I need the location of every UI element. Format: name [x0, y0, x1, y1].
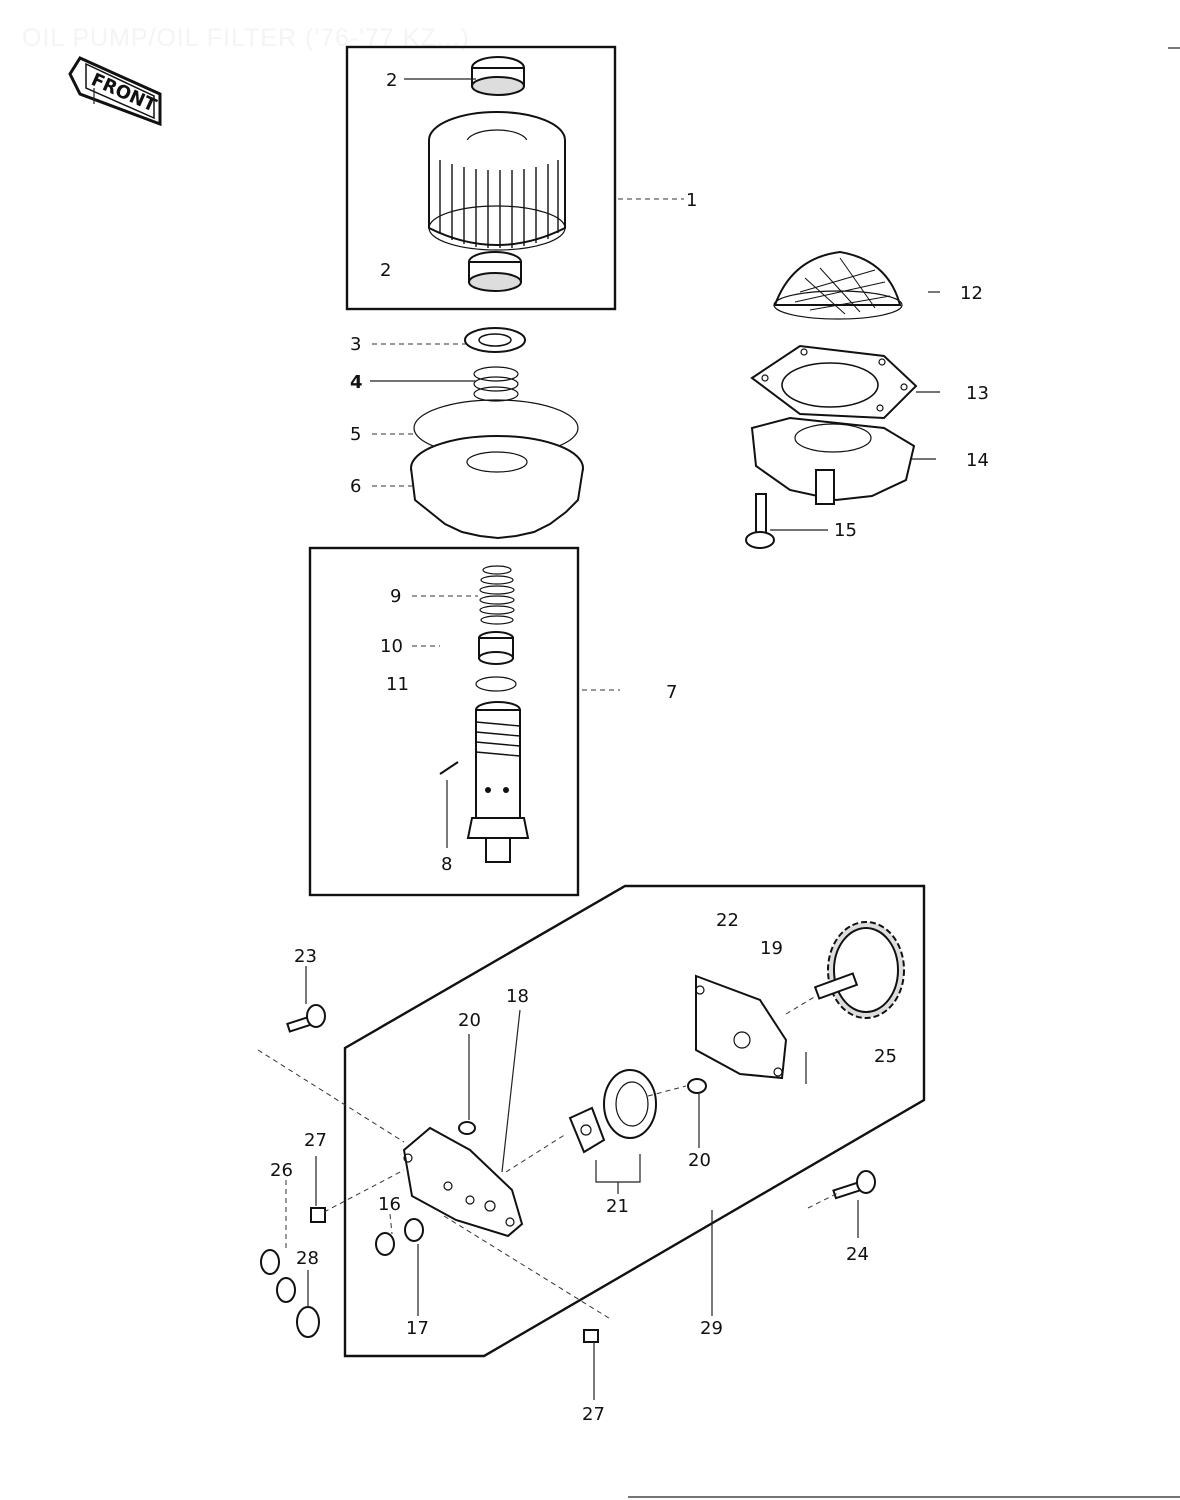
o-ring-28a: [276, 1277, 296, 1303]
bolt-body: [466, 701, 530, 863]
bolt-24: [832, 1170, 876, 1200]
label-24: 24: [846, 1244, 869, 1265]
label-17: 17: [406, 1318, 429, 1339]
seal-16: [375, 1232, 395, 1256]
label-1: 1: [686, 190, 697, 211]
label-11: 11: [386, 674, 409, 695]
outer-rotor-21: [603, 1069, 657, 1139]
screen-12: [773, 250, 902, 306]
label-15: 15: [834, 520, 857, 541]
label-2-top: 2: [386, 70, 397, 91]
pump-body-18: [402, 1126, 524, 1238]
label-9: 9: [390, 586, 401, 607]
spring-4: [473, 366, 519, 402]
gear-25: [813, 921, 905, 1019]
filter-cover-6: [410, 435, 584, 540]
label-22: 22: [716, 910, 739, 931]
label-5: 5: [350, 424, 361, 445]
pump-box: [343, 884, 926, 1358]
strainer-assembly: [745, 250, 918, 549]
valve-10: [478, 631, 514, 665]
bolt-15: [745, 493, 775, 549]
spring-9: [479, 565, 515, 625]
inner-rotor-21: [568, 1106, 606, 1154]
filter-cover-parts: [410, 327, 584, 540]
label-16: 16: [378, 1194, 401, 1215]
label-23: 23: [294, 946, 317, 967]
label-6: 6: [350, 476, 361, 497]
part-number-labels: 2 1 2 3 4 5 6 12 13 14 15 9 10 11 7 8 22…: [270, 70, 989, 1425]
pump-cover-19: [695, 974, 788, 1080]
body-14: [750, 416, 916, 502]
label-26: 26: [270, 1160, 293, 1181]
label-29: 29: [700, 1318, 723, 1339]
label-14: 14: [966, 450, 989, 471]
label-8: 8: [441, 854, 452, 875]
label-27-left: 27: [304, 1130, 327, 1151]
label-13: 13: [966, 383, 989, 404]
label-27-bottom: 27: [582, 1404, 605, 1425]
label-7: 7: [666, 682, 677, 703]
label-3: 3: [350, 334, 361, 355]
label-19: 19: [760, 938, 783, 959]
leader-lines: [257, 47, 1180, 1498]
o-ring-11: [475, 676, 517, 692]
label-25: 25: [874, 1046, 897, 1067]
bypass-valve-assembly: [308, 546, 580, 897]
pin-20-right: [687, 1078, 707, 1094]
pin-8: [439, 761, 459, 775]
label-20-left: 20: [458, 1010, 481, 1031]
label-20-right: 20: [688, 1150, 711, 1171]
o-ring-28b: [296, 1306, 320, 1338]
dowel-27-left: [310, 1207, 326, 1223]
label-4: 4: [350, 372, 363, 393]
label-2-bottom: 2: [380, 260, 391, 281]
front-arrow-badge: FRONT: [68, 56, 162, 127]
label-18: 18: [506, 986, 529, 1007]
label-12: 12: [960, 283, 983, 304]
oil-filter-assembly: [345, 45, 617, 311]
label-10: 10: [380, 636, 403, 657]
dowel-27-bottom: [583, 1329, 599, 1343]
filter-box: [345, 45, 617, 311]
pin-20-left: [458, 1121, 476, 1135]
bolt-23: [286, 1004, 326, 1033]
label-28: 28: [296, 1248, 319, 1269]
oil-pump-assembly: [260, 884, 926, 1358]
o-ring-26: [260, 1249, 280, 1275]
valve-box: [308, 546, 580, 897]
label-21: 21: [606, 1196, 629, 1217]
ball-17: [404, 1218, 424, 1242]
